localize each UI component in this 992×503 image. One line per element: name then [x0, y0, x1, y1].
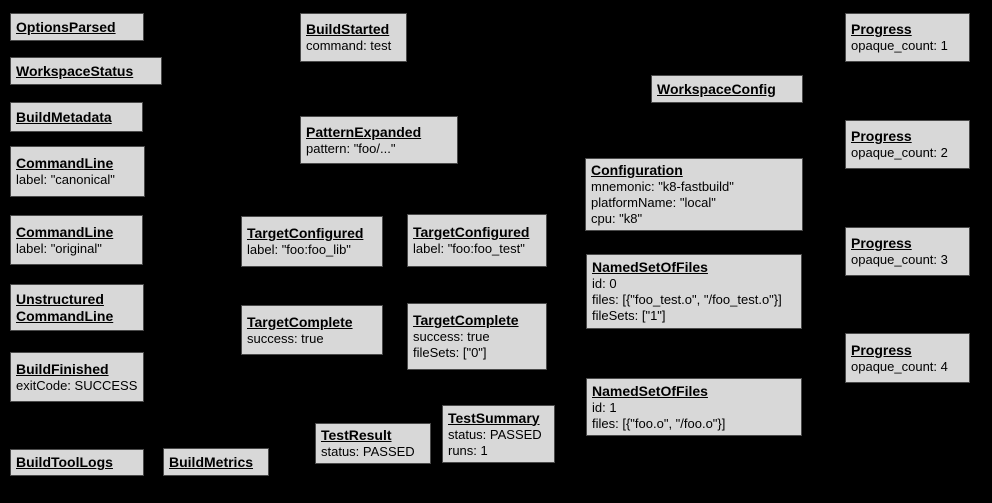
node-title: NamedSetOfFiles — [592, 382, 708, 399]
node-progress-2: Progress opaque_count: 2 — [845, 120, 970, 169]
node-configuration: Configuration mnemonic: "k8-fastbuild" p… — [585, 158, 803, 231]
node-title: TestResult — [321, 427, 392, 443]
node-title: BuildStarted — [306, 21, 390, 37]
node-build-metrics: BuildMetrics — [163, 448, 269, 476]
node-detail-line: label: "canonical" — [16, 172, 115, 187]
node-detail-line: fileSets: ["1"] — [592, 308, 666, 323]
node-detail-line: exitCode: SUCCESS — [16, 377, 138, 393]
node-detail-line: label: "foo:foo_test" — [413, 241, 525, 256]
node-target-complete-foo-test: TargetComplete success: true fileSets: [… — [407, 303, 547, 370]
node-detail-line: status: PASSED — [321, 444, 415, 459]
node-title: TestSummary — [448, 409, 540, 426]
node-title: Progress — [851, 128, 912, 144]
node-pattern-expanded: PatternExpanded pattern: "foo/..." — [300, 116, 458, 164]
node-workspace-config: WorkspaceConfig — [651, 75, 803, 103]
node-progress-1: Progress opaque_count: 1 — [845, 13, 970, 62]
node-detail-line: cpu: "k8" — [591, 211, 643, 226]
node-detail-line: pattern: "foo/..." — [306, 140, 396, 156]
node-progress-3: Progress opaque_count: 3 — [845, 227, 970, 276]
node-target-complete-foo-lib: TargetComplete success: true — [241, 305, 383, 355]
node-build-started: BuildStarted command: test — [300, 13, 407, 62]
node-detail-line: opaque_count: 4 — [851, 358, 948, 374]
node-detail-line: label: "foo:foo_lib" — [247, 242, 351, 257]
node-title: OptionsParsed — [16, 18, 116, 35]
node-command-line-canonical: CommandLine label: "canonical" — [10, 146, 145, 197]
node-title: BuildMetadata — [16, 108, 112, 125]
node-title: TargetComplete — [413, 312, 519, 328]
node-detail-line: opaque_count: 2 — [851, 145, 948, 160]
node-title: TargetConfigured — [413, 224, 530, 240]
node-title: CommandLine — [16, 223, 114, 240]
node-detail-line: success: true — [413, 329, 490, 344]
node-title: TargetConfigured — [247, 225, 364, 241]
node-target-configured-foo-test: TargetConfigured label: "foo:foo_test" — [407, 214, 547, 267]
node-detail-line: files: [{"foo.o", "/foo.o"}] — [592, 415, 726, 431]
node-test-result: TestResult status: PASSED — [315, 423, 431, 464]
node-title: TargetComplete — [247, 313, 353, 330]
node-detail-line: runs: 1 — [448, 442, 488, 458]
node-build-metadata: BuildMetadata — [10, 102, 143, 132]
node-title: Progress — [851, 21, 912, 37]
node-detail-line: mnemonic: "k8-fastbuild" — [591, 179, 734, 194]
node-title: Progress — [851, 235, 912, 251]
node-detail-line: fileSets: ["0"] — [413, 345, 487, 360]
node-target-configured-foo-lib: TargetConfigured label: "foo:foo_lib" — [241, 216, 383, 267]
node-title: Unstructured CommandLine — [16, 290, 114, 324]
node-detail-line: opaque_count: 3 — [851, 252, 948, 267]
node-detail-line: id: 1 — [592, 399, 617, 415]
node-build-finished: BuildFinished exitCode: SUCCESS — [10, 352, 144, 402]
node-title: CommandLine — [16, 155, 114, 171]
node-unstructured-command-line: Unstructured CommandLine — [10, 284, 144, 331]
node-workspace-status: WorkspaceStatus — [10, 57, 162, 85]
node-title: WorkspaceConfig — [657, 80, 776, 97]
node-title: PatternExpanded — [306, 123, 422, 140]
node-detail-line: platformName: "local" — [591, 195, 716, 210]
node-detail-line: command: test — [306, 38, 392, 53]
node-build-tool-logs: BuildToolLogs — [10, 449, 144, 476]
node-title: Configuration — [591, 162, 683, 178]
node-detail-line: files: [{"foo_test.o", "/foo_test.o"}] — [592, 292, 782, 307]
node-title: BuildFinished — [16, 360, 109, 377]
node-test-summary: TestSummary status: PASSED runs: 1 — [442, 405, 555, 463]
node-title: WorkspaceStatus — [16, 62, 134, 79]
node-options-parsed: OptionsParsed — [10, 13, 144, 41]
node-progress-4: Progress opaque_count: 4 — [845, 333, 970, 383]
node-detail-line: id: 0 — [592, 276, 617, 291]
node-detail-line: status: PASSED — [448, 426, 542, 442]
node-named-set-of-files-0: NamedSetOfFiles id: 0 files: [{"foo_test… — [586, 254, 802, 329]
node-title: BuildToolLogs — [16, 454, 113, 470]
node-detail-line: opaque_count: 1 — [851, 38, 948, 53]
node-detail-line: label: "original" — [16, 240, 102, 256]
node-title: Progress — [851, 341, 912, 358]
node-named-set-of-files-1: NamedSetOfFiles id: 1 files: [{"foo.o", … — [586, 378, 802, 436]
node-title: BuildMetrics — [169, 453, 254, 470]
node-detail-line: success: true — [247, 330, 324, 346]
node-title: NamedSetOfFiles — [592, 259, 708, 275]
node-command-line-original: CommandLine label: "original" — [10, 215, 143, 265]
